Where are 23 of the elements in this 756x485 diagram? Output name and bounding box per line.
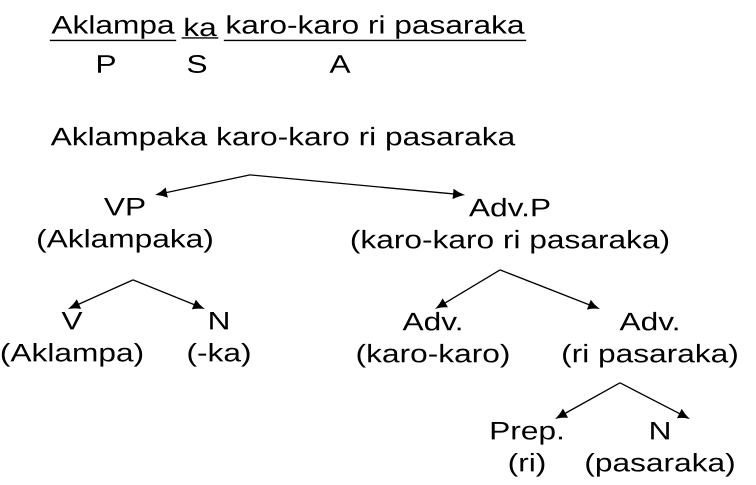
underlined-word: karo-karo ri pasaraka	[224, 15, 526, 42]
underlined-word: ka	[182, 18, 218, 39]
tree-node-label: Prep. (ri)	[492, 422, 562, 477]
tree-node-label: V (Aklampa)	[2, 312, 142, 367]
function-label: A	[330, 55, 350, 73]
tree-node-label: Adv. (ri pasaraka)	[563, 312, 737, 368]
arrow	[156, 174, 250, 198]
tree-node-label: N (pasaraka)	[586, 422, 734, 477]
arrow	[69, 279, 134, 309]
arrow	[436, 269, 500, 308]
arrow	[620, 382, 689, 419]
tree-node-label: VP (Aklampaka)	[38, 198, 212, 253]
arrow	[132, 279, 204, 310]
arrow	[556, 382, 620, 419]
arrow	[500, 269, 598, 310]
function-label: S	[188, 55, 206, 73]
arrow	[250, 174, 464, 199]
sentence-text: Aklampaka karo-karo ri pasaraka	[50, 126, 516, 151]
underlined-word: Aklampa	[50, 15, 176, 42]
tree-node-label: N (-ka)	[188, 312, 250, 367]
tree-node-label: Adv. (karo-karo)	[358, 312, 508, 368]
function-label: P	[98, 55, 115, 73]
tree-node-label: Adv.P (karo-karo ri pasaraka)	[352, 198, 668, 254]
